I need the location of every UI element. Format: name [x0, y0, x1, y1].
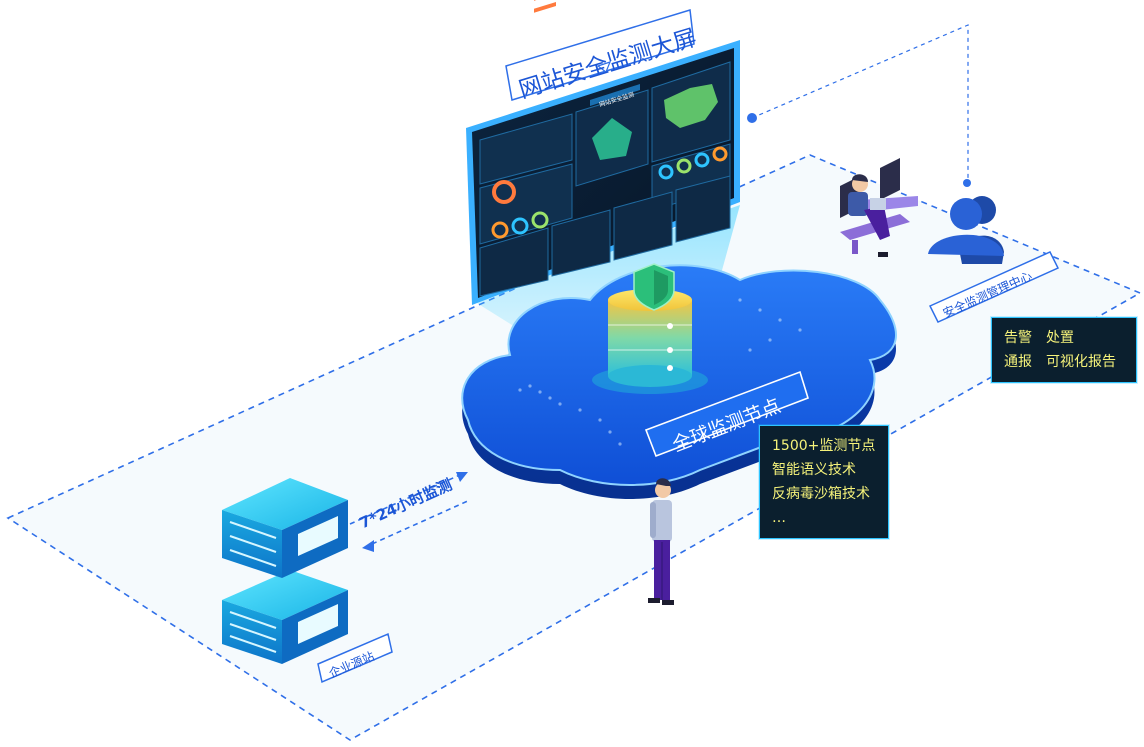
connector-line	[751, 24, 969, 183]
user-group-icon	[928, 196, 1004, 264]
database-icon	[592, 289, 708, 394]
screen-title-box	[505, 9, 695, 101]
center-callout-line: 通报 可视化报告	[1004, 354, 1116, 370]
worker-icon	[840, 158, 918, 257]
person-icon	[648, 478, 674, 605]
center-callout: 告警 处置 通报 可视化报告	[991, 317, 1137, 383]
monitor-screen	[466, 0, 740, 305]
site-label-box	[317, 632, 393, 684]
node-callout-line: 智能语义技术	[772, 462, 856, 478]
center-callout-line: 告警 处置	[1004, 330, 1074, 346]
monitor-arrows	[349, 472, 471, 552]
node-callout-line: …	[772, 510, 786, 526]
shield-icon	[633, 263, 675, 311]
cloud-label-box	[644, 370, 809, 458]
node-callout: 1500+监测节点 智能语义技术 反病毒沙箱技术 …	[759, 425, 889, 539]
node-callout-line: 反病毒沙箱技术	[772, 486, 870, 502]
center-label-box	[928, 251, 1060, 323]
server-icon	[222, 478, 348, 664]
node-callout-line: 1500+监测节点	[772, 438, 876, 454]
